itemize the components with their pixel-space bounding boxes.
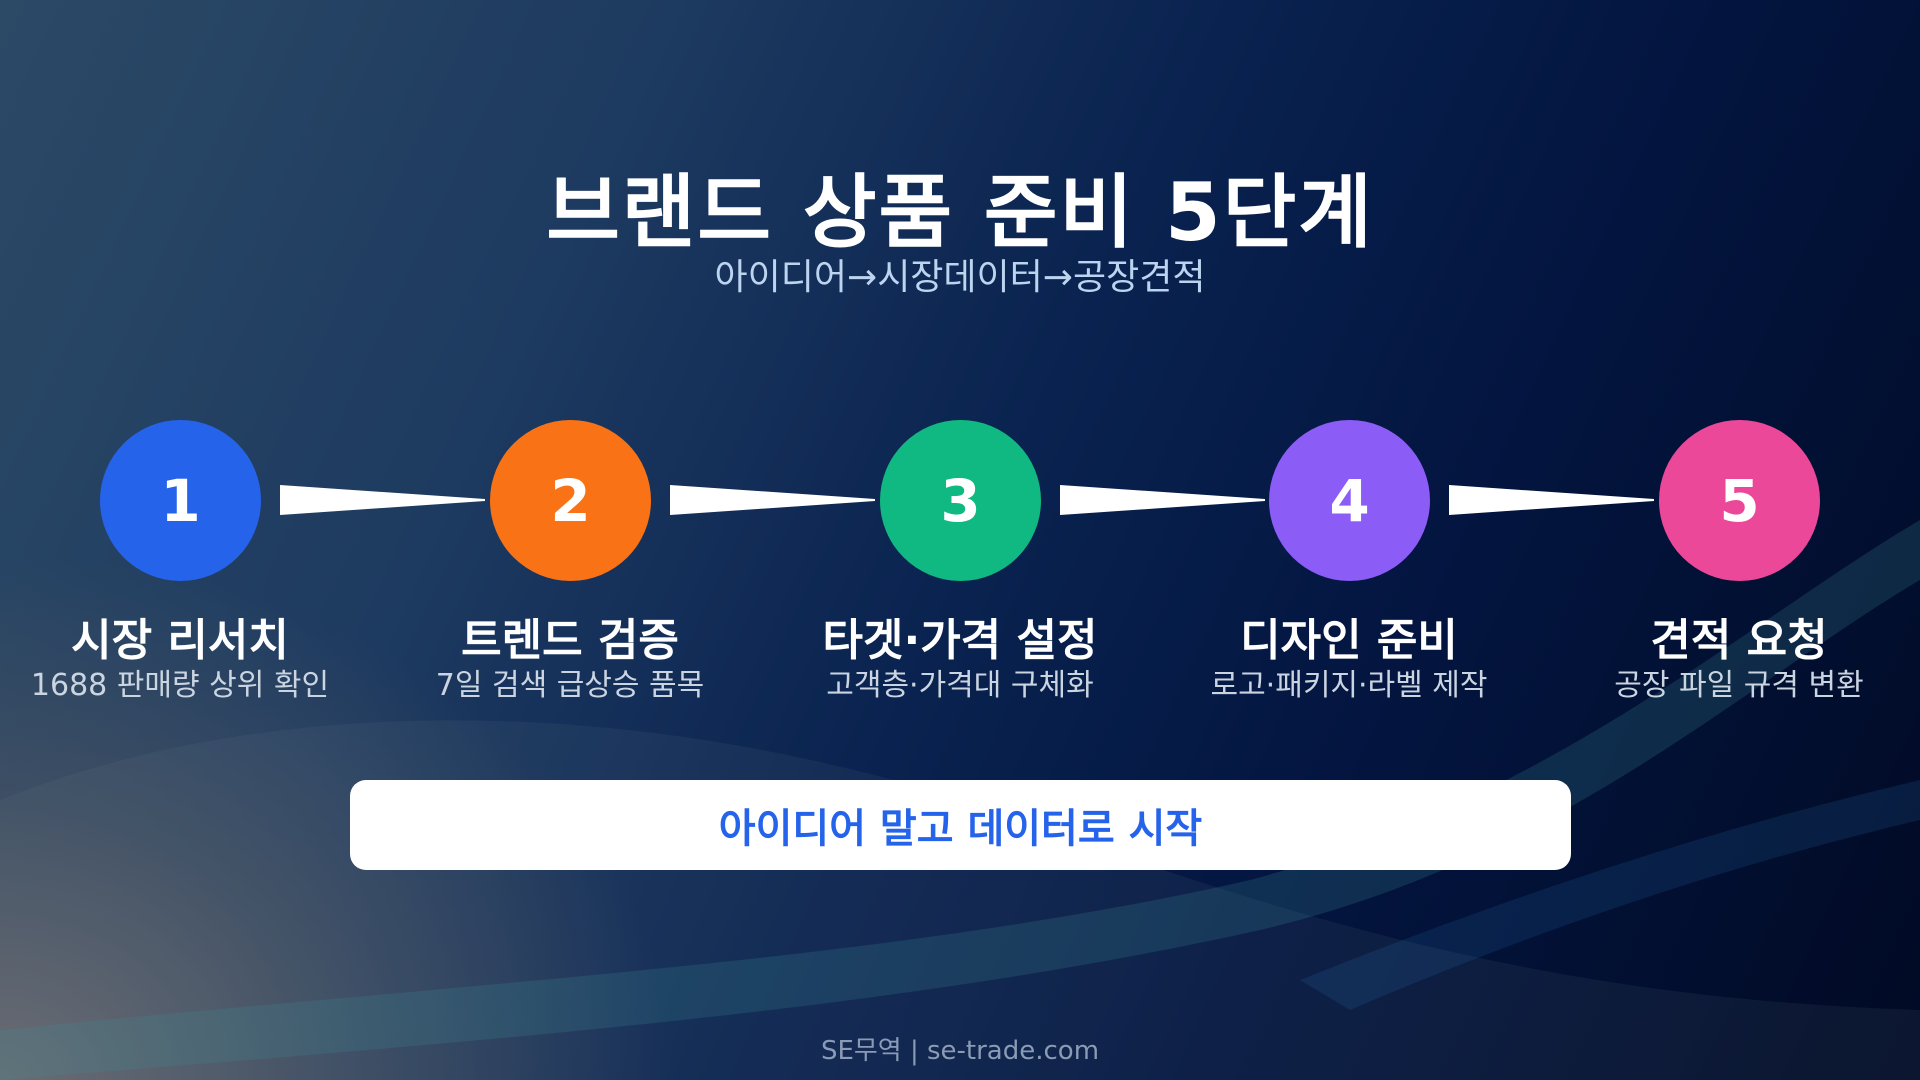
arrow-icon — [280, 485, 485, 515]
step-5-description: 공장 파일 규격 변환 — [1614, 668, 1864, 703]
step-2-number: 2 — [550, 466, 591, 535]
step-5-number: 5 — [1719, 466, 1760, 535]
arrow-icon — [1060, 485, 1265, 515]
step-5-title: 견적 요청 — [1650, 615, 1828, 666]
step-1-circle: 1 — [100, 420, 261, 581]
step-3-number: 3 — [940, 466, 981, 535]
step-3-title: 타겟·가격 설정 — [822, 615, 1098, 666]
step-5-circle: 5 — [1659, 420, 1820, 581]
step-4-number: 4 — [1329, 466, 1370, 535]
step-1-description: 1688 판매량 상위 확인 — [30, 668, 330, 703]
arrow-icon — [1449, 485, 1654, 515]
step-3-description: 고객층·가격대 구체화 — [826, 668, 1094, 703]
step-4-title: 디자인 준비 — [1240, 615, 1458, 666]
cta-label: 아이디어 말고 데이터로 시작 — [718, 806, 1203, 852]
step-3-circle: 3 — [880, 420, 1041, 581]
slide-subtitle: 아이디어→시장데이터→공장견적 — [714, 257, 1206, 298]
step-2-circle: 2 — [490, 420, 651, 581]
cta-banner: 아이디어 말고 데이터로 시작 — [350, 780, 1571, 870]
footer-credit: SE무역 | se-trade.com — [820, 1036, 1100, 1066]
step-2-description: 7일 검색 급상승 품목 — [435, 668, 705, 703]
arrow-icon — [670, 485, 875, 515]
step-1-title: 시장 리서치 — [71, 615, 289, 666]
step-2-title: 트렌드 검증 — [461, 615, 679, 666]
slide-title: 브랜드 상품 준비 5단계 — [546, 166, 1374, 259]
step-4-description: 로고·패키지·라벨 제작 — [1210, 668, 1488, 703]
step-4-circle: 4 — [1269, 420, 1430, 581]
step-1-number: 1 — [160, 466, 201, 535]
